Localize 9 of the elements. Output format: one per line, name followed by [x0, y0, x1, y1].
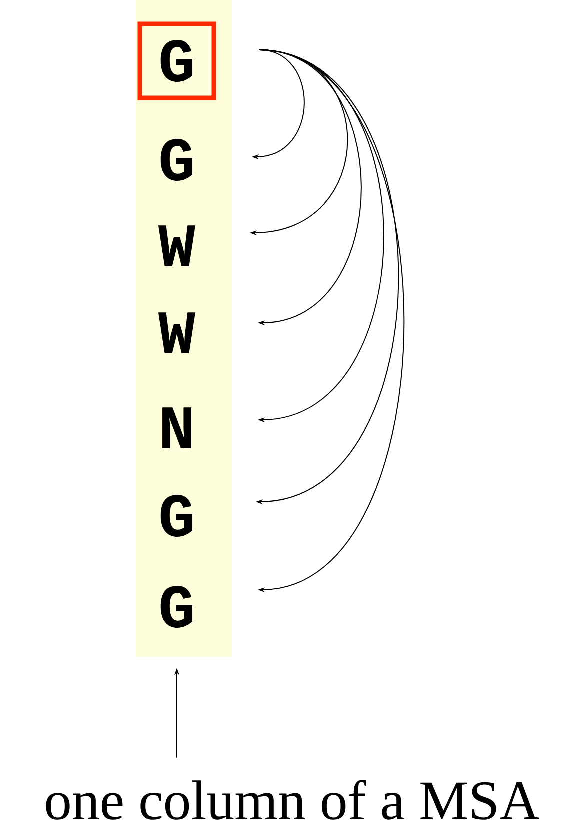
residue-letter: G [160, 495, 192, 537]
highlighted-letter: G [138, 22, 216, 100]
residue-letter: N [162, 408, 192, 448]
residue-letter: W [158, 226, 196, 266]
residue-letter: G [160, 586, 192, 628]
caption-text: one column of a MSA [46, 780, 540, 820]
residue-letter: W [158, 312, 196, 354]
residue-letter: G [160, 139, 192, 181]
column-band [136, 0, 232, 657]
